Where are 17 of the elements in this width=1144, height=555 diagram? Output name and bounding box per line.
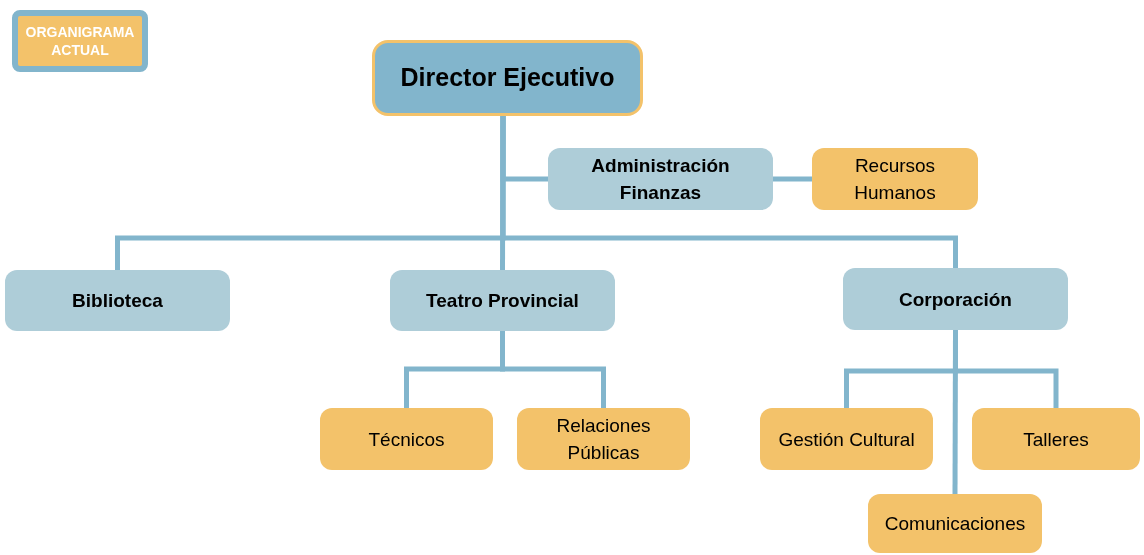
connector-line [500, 331, 606, 408]
org-box: Gestión Cultural [760, 408, 933, 470]
connector-line [773, 176, 812, 182]
org-box: Biblioteca [5, 270, 230, 331]
title-badge: ORGANIGRAMA ACTUAL [12, 10, 148, 72]
org-box: Recursos Humanos [812, 148, 978, 210]
connector-line [500, 116, 506, 270]
org-box: Técnicos [320, 408, 493, 470]
org-box: Relaciones Públicas [517, 408, 690, 470]
org-box: Teatro Provincial [390, 270, 615, 331]
org-box: Administración Finanzas [548, 148, 773, 210]
org-box: Comunicaciones [868, 494, 1042, 553]
connector-line [952, 330, 958, 494]
org-box: Director Ejecutivo [372, 40, 643, 116]
org-box: Corporación [843, 268, 1068, 330]
connector-line [500, 116, 958, 268]
org-box: Talleres [972, 408, 1140, 470]
